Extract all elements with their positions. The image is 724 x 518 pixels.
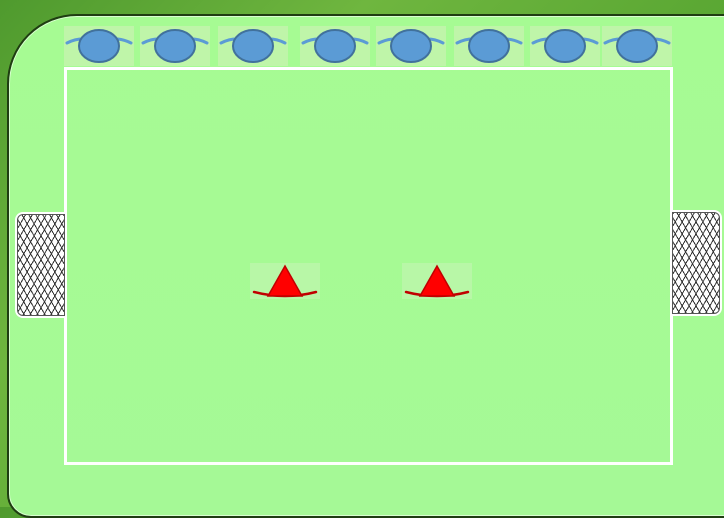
left-goal-net-icon: [17, 214, 65, 316]
opponent-row: [64, 26, 674, 66]
red-cone-icon[interactable]: [402, 263, 472, 299]
red-cone-icon[interactable]: [250, 263, 320, 299]
pitch-boundary: [64, 67, 673, 465]
right-goal-net-icon: [672, 212, 720, 314]
blue-player-icon[interactable]: [218, 26, 288, 66]
blue-player-icon[interactable]: [140, 26, 210, 66]
blue-player-icon[interactable]: [376, 26, 446, 66]
blue-player-icon[interactable]: [602, 26, 672, 66]
blue-player-icon[interactable]: [530, 26, 600, 66]
blue-player-icon[interactable]: [300, 26, 370, 66]
blue-player-icon[interactable]: [454, 26, 524, 66]
blue-player-icon[interactable]: [64, 26, 134, 66]
